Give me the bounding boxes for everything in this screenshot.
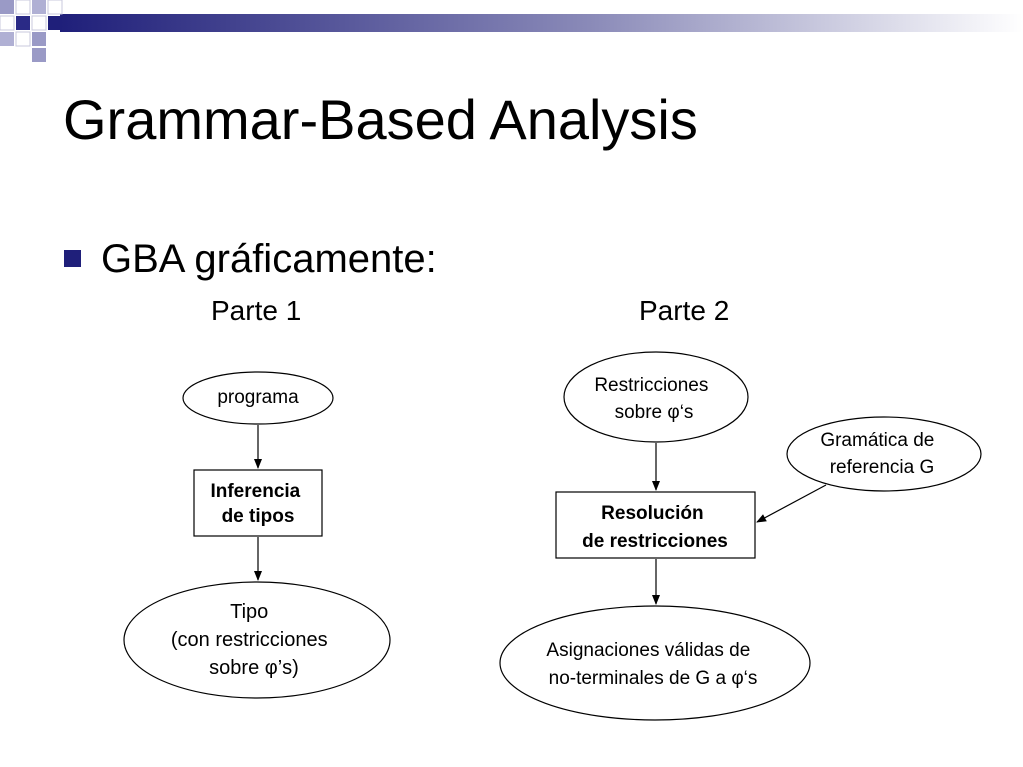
bullet-text: GBA gráficamente: [101,237,437,281]
node-restricciones-text: Restricciones sobre φ‘s [594,375,713,423]
deco-square [16,16,30,30]
square-bullet-icon [64,250,81,267]
deco-square [0,0,14,14]
slide-title: Grammar-Based Analysis [63,88,698,151]
node-asignaciones-text: Asignaciones válidas de no-terminales de… [546,640,757,689]
node-inferencia: Inferencia de tipos [193,469,323,537]
node-tipo: Tipo (con restricciones sobre φ’s) [123,581,391,699]
part-2-label: Parte 2 [639,295,730,326]
header-gradient-bar [60,14,1023,32]
header-decoration [0,0,1023,62]
deco-square [32,0,46,14]
deco-square [32,48,46,62]
deco-square [48,16,62,30]
deco-square [15,0,31,15]
node-restricciones: Restricciones sobre φ‘s [563,351,749,443]
deco-square [0,15,15,31]
node-inferencia-text: Inferencia de tipos [210,481,305,527]
node-programa-text: programa [217,387,299,408]
deco-square [32,32,46,46]
deco-square [31,15,47,31]
node-resolucion: Resolución de restricciones [555,491,756,559]
node-programa: programa [182,371,334,425]
node-resolucion-text: Resolución de restricciones [582,503,728,552]
deco-square [15,31,31,47]
deco-square [0,32,14,46]
node-gramatica: Gramática de referencia G [786,416,982,492]
node-asignaciones: Asignaciones válidas de no-terminales de… [499,605,811,721]
part-1-label: Parte 1 [211,295,302,326]
node-gramatica-text: Gramática de referencia G [820,430,939,478]
deco-square [47,0,63,15]
node-tipo-text: Tipo (con restricciones sobre φ’s) [171,601,333,679]
arrow-gramatica-to-resolucion [756,484,827,523]
